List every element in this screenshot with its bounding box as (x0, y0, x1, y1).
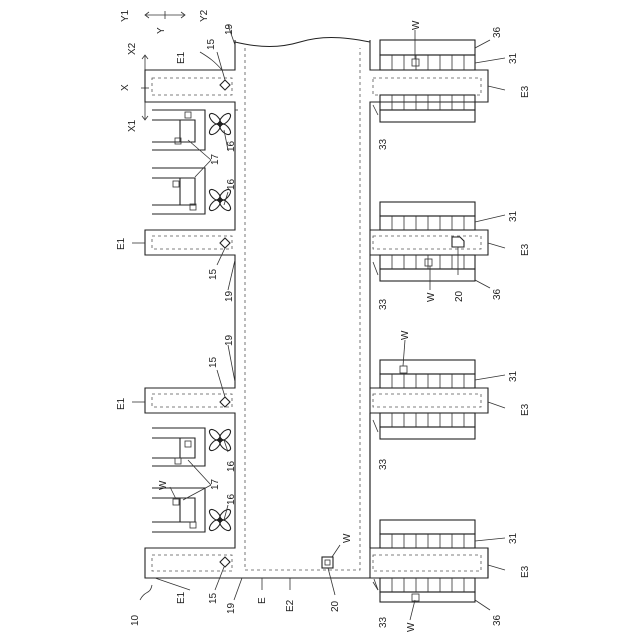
label-E1: E1 (176, 51, 187, 64)
label-19: 19 (226, 602, 237, 614)
label-E3: E3 (520, 403, 531, 416)
label-20: 20 (454, 290, 465, 302)
diamond-marker (220, 238, 230, 248)
label-33: 33 (378, 458, 389, 470)
label-E: E (257, 597, 268, 604)
transport-path (145, 38, 488, 579)
reference-labels: E1 15 19 16 17 16 E1 15 19 19 15 E1 16 1… (116, 20, 531, 632)
label-E1: E1 (176, 591, 187, 604)
label-E3: E3 (520, 565, 531, 578)
axis-y1-label: Y1 (120, 9, 131, 22)
label-E2: E2 (285, 599, 296, 612)
label-15: 15 (208, 592, 219, 604)
fan-icon (208, 428, 233, 453)
label-19: 19 (224, 290, 235, 302)
label-E3: E3 (520, 85, 531, 98)
label-E1: E1 (116, 237, 127, 250)
rack-31 (380, 360, 475, 439)
label-20: 20 (330, 600, 341, 612)
diamond-marker (220, 80, 230, 90)
label-W: W (426, 292, 437, 302)
label-16: 16 (226, 140, 237, 152)
station-17 (152, 428, 205, 466)
label-16: 16 (226, 178, 237, 190)
label-33: 33 (378, 138, 389, 150)
diamond-marker (220, 397, 230, 407)
transfer-vehicle-20 (322, 557, 333, 568)
label-31: 31 (508, 532, 519, 544)
axis-x-label: X (120, 84, 131, 91)
label-36: 36 (492, 614, 503, 626)
label-19: 19 (224, 334, 235, 346)
main-path-outline (145, 40, 488, 578)
axis-x2-label: X2 (127, 42, 138, 55)
station-17 (152, 110, 205, 150)
label-15: 15 (208, 268, 219, 280)
label-17: 17 (210, 153, 221, 165)
diamond-marker (220, 557, 230, 567)
axis-y-label: Y (156, 27, 167, 34)
fan-icon (208, 508, 233, 533)
label-W: W (400, 330, 411, 340)
label-W: W (158, 480, 169, 490)
label-W: W (411, 20, 422, 30)
transfer-device-20 (452, 237, 464, 247)
break-line (235, 38, 370, 47)
label-33: 33 (378, 616, 389, 628)
label-36: 36 (492, 26, 503, 38)
fan-icon (208, 188, 233, 213)
label-17: 17 (210, 478, 221, 490)
label-15: 15 (206, 38, 217, 50)
label-15: 15 (208, 356, 219, 368)
label-19: 19 (224, 23, 235, 35)
label-31: 31 (508, 370, 519, 382)
fan-icon (208, 112, 233, 137)
label-31: 31 (508, 52, 519, 64)
shelf-racks (380, 40, 475, 602)
rack-31 (380, 40, 475, 122)
label-10: 10 (130, 614, 141, 626)
left-stations (152, 110, 232, 532)
axis-x1-label: X1 (127, 119, 138, 132)
leader-lines (132, 25, 505, 620)
axis-y2-label: Y2 (199, 9, 210, 22)
rack-31 (380, 202, 475, 281)
arrows-33 (373, 105, 378, 590)
rack-31 (380, 520, 475, 602)
label-E3: E3 (520, 243, 531, 256)
label-36: 36 (492, 288, 503, 300)
label-W: W (342, 533, 353, 543)
station-17 (152, 488, 205, 532)
axis-indicator: Y1 Y Y2 X2 X X1 (120, 9, 210, 132)
label-16: 16 (226, 493, 237, 505)
label-W: W (406, 622, 417, 632)
label-16: 16 (226, 460, 237, 472)
label-31: 31 (508, 210, 519, 222)
label-33: 33 (378, 298, 389, 310)
label-E1: E1 (116, 397, 127, 410)
